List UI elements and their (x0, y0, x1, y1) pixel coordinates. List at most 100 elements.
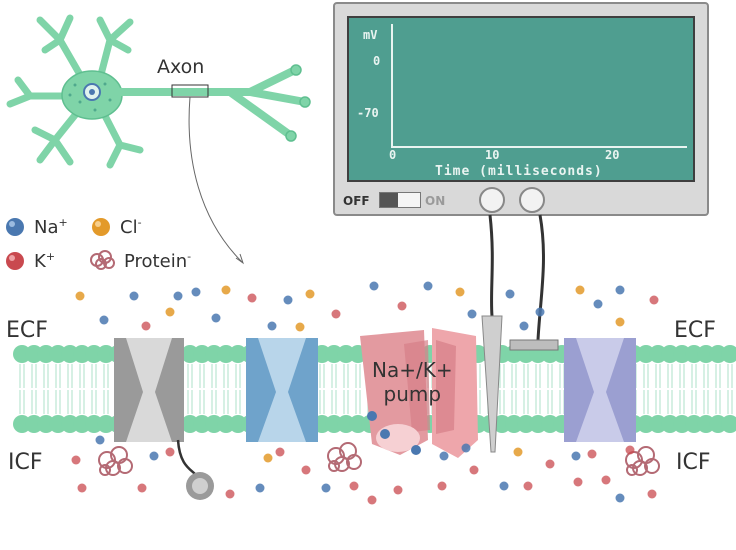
x-axis-label: Time (milliseconds) (435, 164, 603, 179)
na-ion (367, 411, 377, 421)
k-ion (647, 489, 657, 499)
legend-k: K+ (34, 250, 56, 272)
k-ion (349, 481, 359, 491)
lipid-tail-top (211, 364, 217, 388)
na-ion (321, 483, 331, 493)
ecf-label-left: ECF (6, 318, 48, 343)
k-ion (301, 465, 311, 475)
lavender-channel (564, 338, 636, 442)
icf-label-left: ICF (8, 450, 43, 475)
lipid-tail-bottom (43, 390, 49, 414)
na-ion (99, 315, 109, 325)
lipid-tail-top (223, 364, 229, 388)
na-ion (461, 443, 471, 453)
lipid-tail-bottom (211, 390, 217, 414)
protein-coil (644, 458, 660, 474)
lipid-tail-bottom (547, 390, 553, 414)
na-ion (267, 321, 277, 331)
lipid-tail-top (319, 364, 325, 388)
lipid-tail-top (667, 364, 673, 388)
oscilloscope: mV 0 -70 0 10 20 Time (milliseconds) OFF… (333, 2, 709, 216)
lipid-tail-top (79, 364, 85, 388)
protein-icon (90, 250, 115, 270)
na-k-pump (360, 328, 478, 458)
na-ion-icon (6, 218, 24, 236)
lipid-tail-bottom (715, 390, 721, 414)
lipid-tail-bottom (31, 390, 37, 414)
switch-on-label: ON (425, 194, 446, 208)
na-ion (255, 483, 265, 493)
na-ion (593, 299, 603, 309)
y-axis (391, 24, 393, 148)
lipid-tail-top (331, 364, 337, 388)
cl-ion (221, 285, 231, 295)
protein-coil (334, 456, 350, 472)
leak-channel (246, 338, 318, 442)
lipid-tail-bottom (679, 390, 685, 414)
icf-label-right: ICF (676, 450, 711, 475)
na-ion (423, 281, 433, 291)
lipid-tail-bottom (187, 390, 193, 414)
legend-protein: Protein- (124, 250, 192, 272)
input-jack-2[interactable] (519, 187, 545, 213)
lipid-tail-bottom (703, 390, 709, 414)
y-tick-0: 0 (373, 54, 381, 68)
k-ion (367, 495, 377, 505)
k-ion (601, 475, 611, 485)
lipid-tail-top (55, 364, 61, 388)
lipid-tail-top (199, 364, 205, 388)
cl-ion (295, 322, 305, 332)
k-ion (165, 447, 175, 457)
lipid-tail-bottom (655, 390, 661, 414)
lipid-tail-top (19, 364, 25, 388)
lipid-tail-top (715, 364, 721, 388)
na-ion (211, 313, 221, 323)
legend-na: Na+ (34, 216, 68, 238)
k-ion-icon (6, 252, 24, 270)
lipid-tail-bottom (691, 390, 697, 414)
power-switch-knob[interactable] (380, 193, 398, 207)
lipid-tail-top (655, 364, 661, 388)
cl-ion-icon (92, 218, 110, 236)
k-ion (573, 477, 583, 487)
protein-coil (105, 460, 121, 476)
y-tick-minus70: -70 (357, 106, 379, 120)
protein-coil (99, 464, 111, 476)
legend-cl: Cl- (120, 216, 142, 238)
electrode-wire-2 (536, 214, 545, 341)
k-ion (587, 449, 597, 459)
lipid-tail-bottom (355, 390, 361, 414)
k-ion (137, 483, 147, 493)
lipid-tail-bottom (223, 390, 229, 414)
lipid-tail-top (43, 364, 49, 388)
na-ion (505, 289, 515, 299)
protein-coil (328, 460, 340, 472)
lavender-channel-pore (576, 338, 624, 442)
cl-ion (165, 307, 175, 317)
lipid-tail-top (499, 364, 505, 388)
lipid-tail-top (679, 364, 685, 388)
pump-inner-right (436, 340, 456, 434)
k-ion (77, 483, 87, 493)
na-ion (283, 295, 293, 305)
lipid-tail-bottom (343, 390, 349, 414)
lipid-tail-top (535, 364, 541, 388)
lipid-tail-bottom (235, 390, 241, 414)
leak-channel-pore (258, 338, 306, 442)
protein-coil (346, 454, 362, 470)
reference-electrode (509, 339, 559, 351)
channel-gate-tether (176, 439, 200, 479)
power-switch[interactable] (379, 192, 421, 208)
legend: Na+ Cl- K+ Protein- (0, 210, 260, 280)
oscilloscope-screen: mV 0 -70 0 10 20 Time (milliseconds) (347, 16, 695, 182)
k-ion (649, 295, 659, 305)
protein-icon (327, 442, 362, 472)
lipid-tail-top (523, 364, 529, 388)
k-ion (225, 489, 235, 499)
lipid-tail-top (559, 364, 565, 388)
cl-ion (305, 289, 315, 299)
protein-coil (117, 458, 133, 474)
lipid-tail-top (103, 364, 109, 388)
lipid-tail-top (547, 364, 553, 388)
input-jack-1[interactable] (479, 187, 505, 213)
